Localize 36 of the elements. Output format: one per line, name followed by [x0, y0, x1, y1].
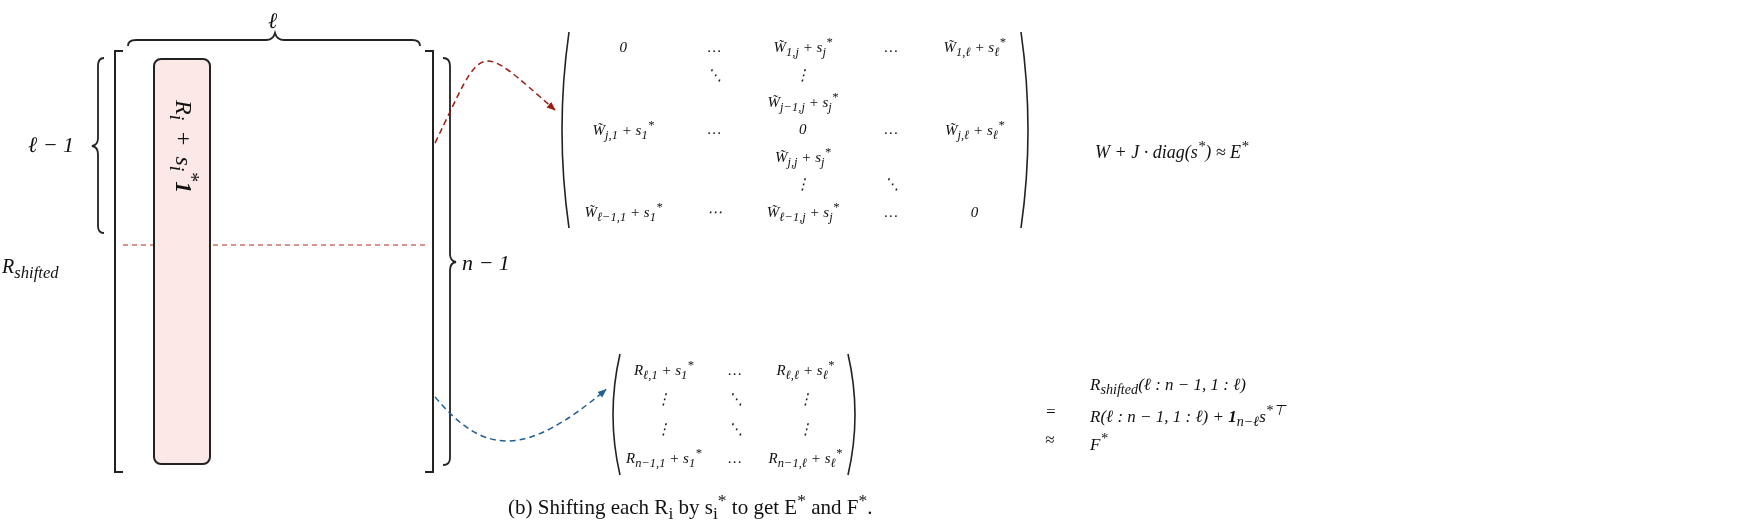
equation-symbol: ≈ [1045, 430, 1055, 450]
matrix-entry: 0 [799, 122, 807, 138]
matrix-entry: ⋱ [727, 392, 743, 408]
matrix-entry: … [884, 40, 898, 56]
equation: W + J · diag(s$^{*}$) ≈ E$^{*}$ [1095, 138, 1249, 163]
matrix-entry: ⋱ [883, 177, 899, 193]
matrix-entry: … [707, 40, 722, 56]
matrix-entry: ⋯ [706, 204, 722, 220]
arrow [434, 60, 556, 144]
matrix-entry: ⋮ [656, 392, 672, 408]
matrix-entry: … [728, 450, 742, 466]
equation: R(ℓ : n − 1, 1 : ℓ) + 1$_{n−ℓ}$s$^{*⊤}$ [1090, 402, 1285, 431]
matrix-entry: 0 [619, 40, 627, 56]
matrix-entry: ⋱ [706, 67, 722, 83]
caption: (b) Shifting each R$_{i}$ by s$_{i}$$^{*}$ to get E$^{*}$ and F$^{*}$. [508, 490, 873, 525]
matrix-entry: ⋮ [795, 67, 811, 83]
matrix-entry: ⋮ [797, 392, 813, 408]
matrix-name: R$_{shifted}$ [2, 255, 59, 283]
matrix-entry: ⋮ [795, 177, 811, 193]
equation-symbol: = [1045, 402, 1057, 422]
equation: F$^{*}$ [1090, 430, 1108, 455]
matrix-entry: ⋱ [727, 421, 743, 437]
dimension-label: n − 1 [462, 250, 510, 276]
matrix-bracket [113, 50, 435, 473]
dimension-label: ℓ [268, 8, 278, 34]
matrix-entry: … [728, 363, 742, 379]
matrix-entry: … [884, 204, 898, 220]
equation: R$_{shifted}$(ℓ : n − 1, 1 : ℓ) [1090, 375, 1246, 399]
matrix-entry: … [707, 122, 722, 138]
matrix-entry: … [884, 122, 898, 138]
matrix-entry: ⋮ [656, 421, 672, 437]
matrix-entry: ⋮ [797, 421, 813, 437]
dimension-label: ℓ − 1 [28, 132, 74, 158]
column-box [153, 58, 211, 465]
matrix-entry: 0 [970, 204, 979, 220]
arrow [434, 388, 607, 442]
